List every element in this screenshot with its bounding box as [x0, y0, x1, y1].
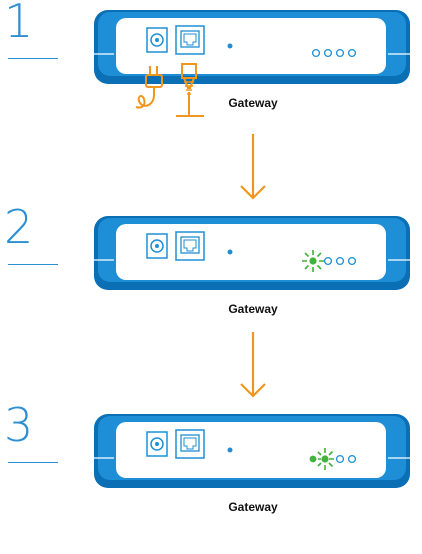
- status-leds: [302, 250, 357, 272]
- step-number: 2: [4, 200, 34, 254]
- gateway-label: Gateway: [228, 96, 278, 110]
- ethernet-port-icon: [175, 429, 205, 459]
- step-divider: [8, 462, 58, 464]
- step-3: 3: [0, 398, 422, 554]
- power-plug-icon: [135, 66, 163, 109]
- power-port-icon: [146, 431, 168, 457]
- step-divider: [8, 264, 58, 266]
- gateway-label: Gateway: [228, 500, 278, 514]
- gateway-device: [92, 214, 412, 292]
- green-led-flashing: [317, 448, 334, 470]
- status-leds: [311, 48, 357, 58]
- ethernet-port-icon: [175, 25, 205, 55]
- ethernet-port-icon: [175, 231, 205, 261]
- step-number: 1: [4, 0, 34, 48]
- green-led-flashing: [302, 250, 324, 272]
- step-divider: [8, 58, 58, 60]
- center-indicator: [227, 249, 233, 255]
- step-number: 3: [4, 398, 34, 452]
- gateway-device: [92, 412, 412, 490]
- power-port-icon: [146, 27, 168, 53]
- gateway-label: Gateway: [228, 302, 278, 316]
- gateway-device: [92, 8, 412, 86]
- step-1: 1: [0, 0, 422, 150]
- arrow-down-icon: [240, 332, 266, 398]
- power-port-icon: [146, 233, 168, 259]
- center-indicator: [227, 43, 233, 49]
- center-indicator: [227, 447, 233, 453]
- ethernet-cable-icon: [176, 63, 204, 117]
- step-2: 2: [0, 200, 422, 356]
- arrow-down-icon: [240, 134, 266, 200]
- status-leds: [309, 448, 357, 470]
